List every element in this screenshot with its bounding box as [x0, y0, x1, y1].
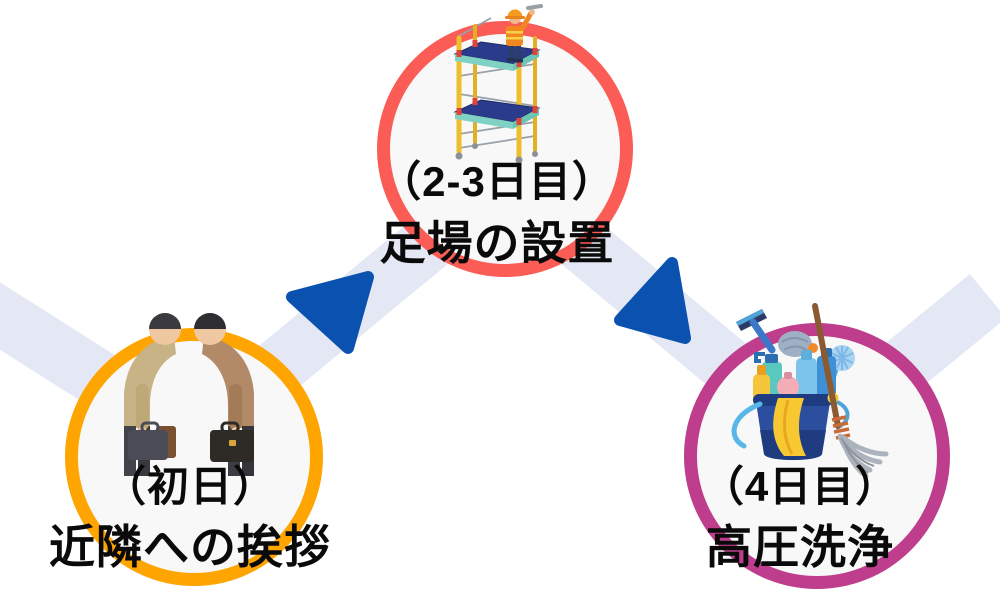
- arrow-up-right-icon: [286, 271, 374, 354]
- step3-title: 高圧洗浄: [706, 521, 894, 573]
- step2-title: 足場の設置: [379, 217, 615, 269]
- step3-day-label: （4日目）: [701, 463, 899, 510]
- bowing-businessmen-icon: [124, 313, 254, 476]
- bowing-man-left: [124, 313, 181, 476]
- worker-figure: [505, 4, 543, 63]
- arrow-down-right-icon: [614, 257, 691, 344]
- step1-day-label: （初日）: [103, 463, 276, 510]
- scaffold-worker-icon: [453, 4, 543, 164]
- cleaning-supplies: [731, 303, 889, 479]
- step1-title: 近隣への挨拶: [49, 521, 331, 573]
- step2-day-label: （2-3日目）: [379, 158, 615, 205]
- bowing-man-right: [194, 313, 254, 476]
- scaffold-tower: [453, 17, 541, 164]
- cleaning-bucket-icon: [731, 303, 889, 479]
